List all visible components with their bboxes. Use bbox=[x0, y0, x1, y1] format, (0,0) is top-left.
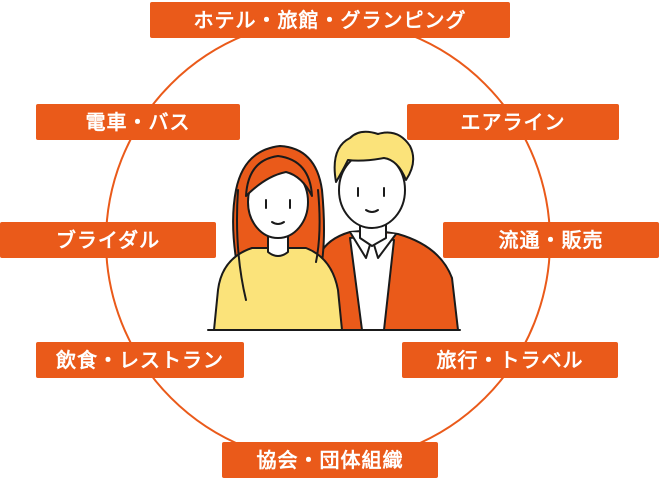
woman-mouth bbox=[271, 221, 285, 225]
label-restaurant: 飲食・レストラン bbox=[36, 342, 244, 378]
label-train-bus: 電車・バス bbox=[36, 104, 240, 140]
people-illustration bbox=[207, 130, 461, 331]
label-travel: 旅行・トラベル bbox=[402, 342, 618, 378]
woman-hair-strand-right bbox=[315, 189, 321, 263]
label-airline: エアライン bbox=[407, 104, 619, 140]
woman-top bbox=[213, 247, 343, 331]
man-hair bbox=[333, 130, 415, 183]
label-retail: 流通・販売 bbox=[443, 222, 659, 258]
man-figure bbox=[311, 130, 459, 331]
woman-fringe bbox=[245, 155, 313, 197]
woman-neck bbox=[267, 233, 289, 257]
woman-figure bbox=[213, 145, 343, 331]
man-mouth bbox=[365, 209, 379, 213]
label-bridal: ブライダル bbox=[0, 222, 216, 258]
label-association: 協会・団体組織 bbox=[222, 442, 438, 478]
woman-hair-strand-left bbox=[236, 189, 247, 301]
label-hotel: ホテル・旅館・グランピング bbox=[150, 2, 510, 38]
